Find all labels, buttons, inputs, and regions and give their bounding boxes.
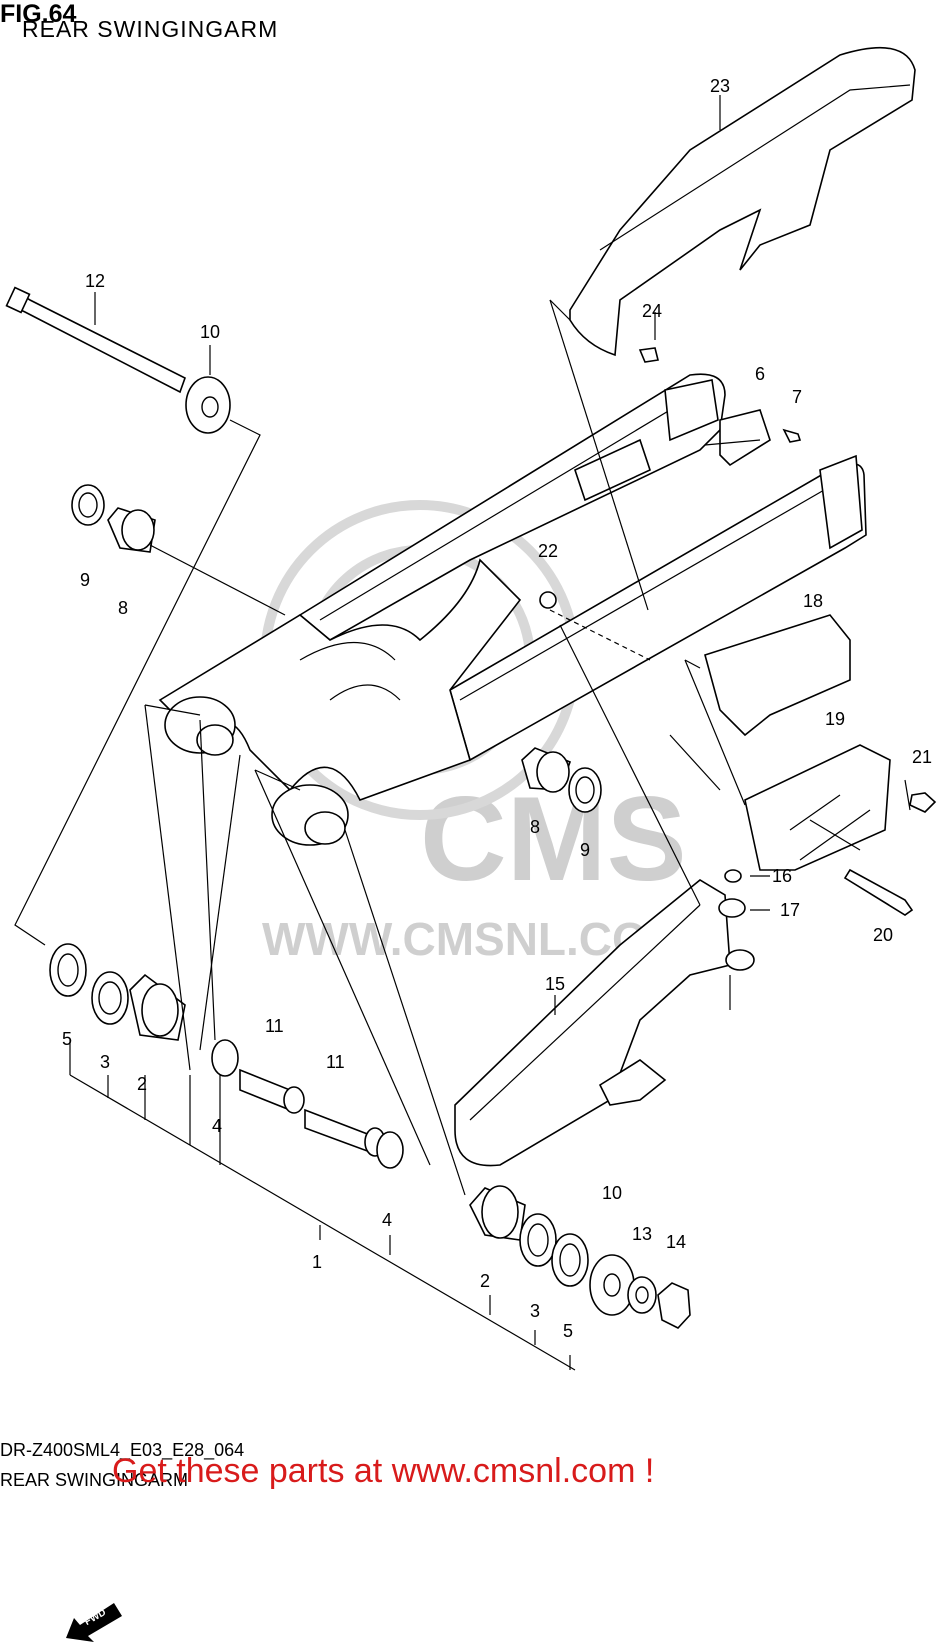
collar-4a [211,1039,239,1077]
callout-16: 16 [772,866,792,886]
nut-22 [539,591,557,609]
diagram-name: REAR SWINGINGARM [0,1470,189,1490]
callout-20: 20 [873,925,893,945]
promo-link[interactable]: Get these parts at www.cmsnl.com ! [112,1452,655,1490]
swingarm [158,373,867,846]
nut-14 [657,1282,691,1329]
callout-22: 22 [538,541,558,561]
leader-lines [14,95,911,1371]
washer-10a [185,376,231,434]
watermark-brand: CMS [420,772,687,906]
washer-10b [589,1254,635,1316]
callout-23: 23 [710,76,730,96]
callout-11b: 11 [326,1052,345,1072]
pivot-bolt-12 [5,286,186,394]
callout-8b: 8 [530,817,540,837]
seal-5b [551,1233,589,1287]
seal-5a [49,943,87,997]
callout-4a: 4 [212,1116,222,1136]
chain-buffer [454,879,731,1167]
diagram-code: DR-Z400SML4_E03_E28_064 [0,1440,245,1460]
callout-24: 24 [642,301,662,321]
callout-7: 7 [792,387,802,407]
callout-4b: 4 [382,1210,392,1230]
washer-17 [718,898,746,918]
callout-10a: 10 [200,322,220,342]
collar-4b [376,1131,404,1169]
figure-number: FIG.64 [0,0,77,28]
callout-2b: 2 [480,1271,490,1291]
chain-guide-19 [744,744,891,871]
chain-case [569,47,916,357]
screw-7 [782,428,802,443]
callout-3b: 3 [530,1301,540,1321]
bolt-21 [909,792,937,813]
screw-16 [724,869,742,883]
seal-3a [91,971,129,1025]
callout-13: 13 [632,1224,652,1244]
callout-17: 17 [780,900,800,920]
callout-9b: 9 [580,840,590,860]
callout-18: 18 [803,591,823,611]
callout-11a: 11 [265,1016,284,1036]
guide-plate-6 [719,409,771,467]
diagram-svg: 1 2 2 3 3 4 4 5 5 6 7 8 8 9 9 10 10 11 1… [5,47,937,1371]
callout-2a: 2 [137,1074,147,1094]
callout-19: 19 [825,709,845,729]
callout-9a: 9 [80,570,90,590]
callout-6: 6 [755,364,765,384]
bolt-20 [843,868,914,916]
callout-10b: 10 [602,1183,622,1203]
washer-13 [627,1276,657,1314]
callout-14: 14 [666,1232,686,1252]
callout-1: 1 [312,1252,322,1272]
seal-9a [71,484,105,526]
seal-3b [519,1213,557,1267]
screw-24 [638,347,659,363]
callout-5a: 5 [62,1029,72,1049]
figure-subtitle: REAR SWINGINGARM [22,16,279,42]
chain-guide-18 [704,614,851,737]
callouts: 1 2 2 3 3 4 4 5 5 6 7 8 8 9 9 10 10 11 1… [62,76,932,1341]
callout-5b: 5 [563,1321,573,1341]
callout-15: 15 [545,974,565,994]
callout-3a: 3 [100,1052,110,1072]
callout-21: 21 [912,747,932,767]
seal-9b [568,767,602,813]
callout-12: 12 [85,271,105,291]
callout-8a: 8 [118,598,128,618]
